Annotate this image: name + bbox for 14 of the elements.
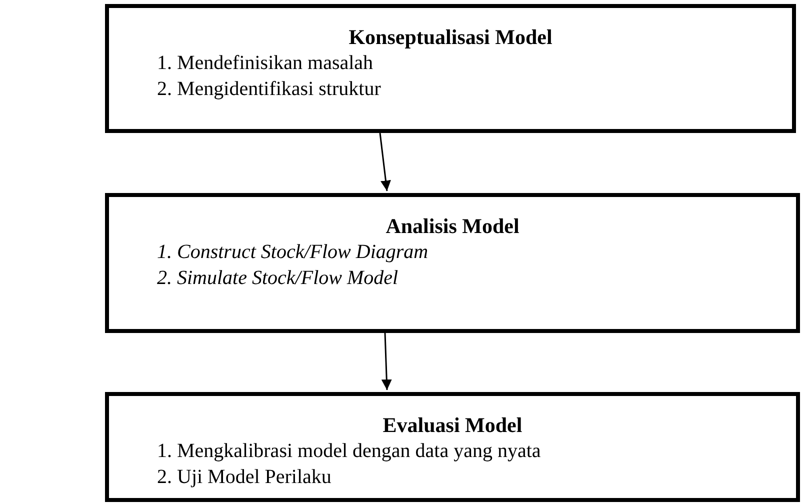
process-box — [105, 4, 796, 133]
list-item: 2. Uji Model Perilaku — [157, 465, 332, 490]
arrow — [379, 132, 391, 192]
box-heading: Evaluasi Model — [382, 412, 524, 438]
list-item: 2. Mengidentifikasi struktur — [157, 77, 382, 102]
list-item: 1. Construct Stock/Flow Diagram — [157, 240, 430, 265]
list-item: 1. Mengkalibrasi model dengan data yang nyata — [157, 439, 542, 464]
list-item: 2. Simulate Stock/Flow Model — [157, 266, 400, 291]
list-item: 1. Mendefinisikan masalah — [157, 51, 374, 76]
box-heading: Analisis Model — [384, 213, 520, 239]
process-box — [105, 392, 800, 502]
process-box — [105, 193, 800, 333]
arrow — [381, 332, 392, 390]
box-heading: Konseptualisasi Model — [348, 24, 554, 50]
